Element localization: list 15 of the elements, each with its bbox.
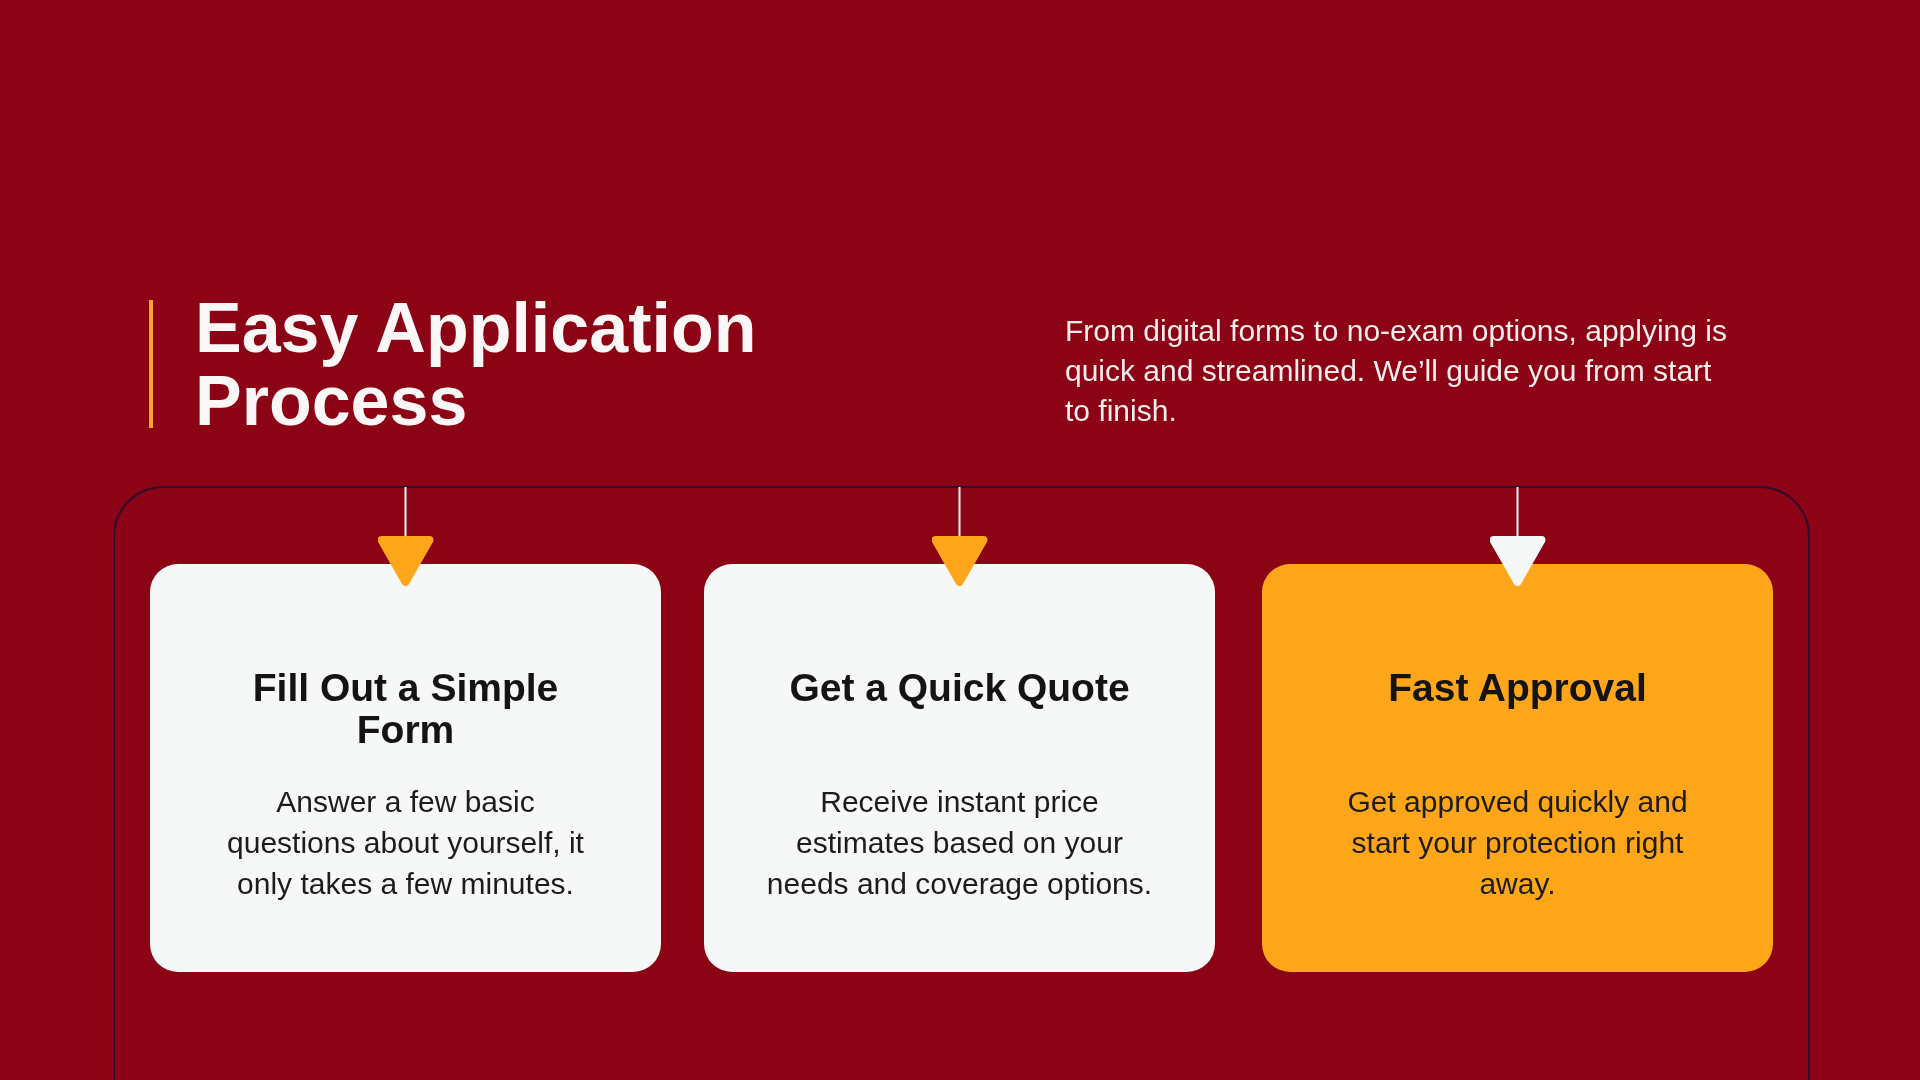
step-description: Get approved quickly and start your protection right away. <box>1346 784 1689 902</box>
arrow <box>377 486 434 586</box>
intro-text: From digital forms to no-exam options, applying is quick and streamlined. We’ll guide you from start to finish. <box>1065 313 1728 429</box>
step-description: Receive instant price estimates based on your needs and coverage options. <box>765 784 1154 902</box>
step-description: Answer a few basic questions about yourself, it only takes a few minutes. <box>226 784 585 902</box>
step-card <box>704 564 1215 972</box>
step-title: Fill Out a Simple Form <box>251 667 560 751</box>
step-card <box>150 564 661 972</box>
step-title: Get a Quick Quote <box>788 667 1131 709</box>
arrow <box>931 486 988 586</box>
rounded-frame <box>113 486 1810 1080</box>
page-title: Easy Application Process <box>195 292 758 438</box>
arrow <box>1489 486 1546 586</box>
step-title: Fast Approval <box>1387 667 1648 709</box>
step-card <box>1262 564 1773 972</box>
